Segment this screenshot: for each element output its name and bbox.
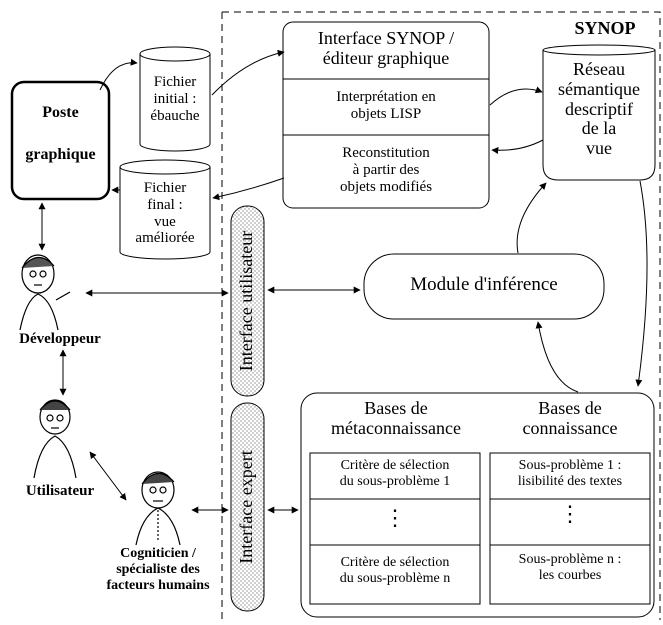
reseau-line4: de la — [581, 118, 617, 139]
conn-cell-1: Sous-problème 1 : lisibilité des textes — [490, 458, 650, 489]
interpretation-label: Interprétation en objets LISP — [283, 89, 489, 123]
bases-conn-line1: Bases de — [538, 398, 602, 418]
poste-label-line2: graphique — [25, 146, 96, 163]
interface-expert-pill — [230, 402, 265, 612]
conn-dots: ⋮ — [559, 501, 581, 526]
fichier-initial-label: Fichier initial : ébauche — [140, 74, 210, 124]
fichier-final-line1: Fichier — [143, 180, 187, 196]
synop-title: SYNOP — [574, 18, 636, 38]
bases-box — [300, 392, 655, 618]
fichier-final-label: Fichier final : vue améliorée — [120, 180, 210, 247]
meta-cell-n-line1: Critère de sélection — [340, 555, 450, 570]
cogniticien-line1: Cogniticien / — [120, 546, 196, 561]
arrow-initial-to-interp — [211, 49, 285, 96]
arrow-bases-to-inference — [535, 321, 579, 393]
interface-synop-box — [282, 21, 490, 209]
interface-synop-title1: Interface SYNOP / — [317, 28, 455, 48]
interpretation-line2: objets LISP — [350, 105, 422, 122]
conn-cell-1-line1: Sous-problème 1 : — [518, 458, 622, 473]
bases-meta-header: Bases de métaconnaissance — [301, 398, 491, 438]
fichier-final-line3: vue — [154, 213, 176, 230]
fichier-final-line4: améliorée — [135, 230, 195, 247]
fichier-initial-line2: initial : — [153, 90, 197, 107]
fichier-initial-line3: ébauche — [150, 107, 200, 124]
arrow-reseau-to-bases — [635, 180, 648, 387]
interpretation-line1: Interprétation en — [336, 89, 436, 105]
meta-cell-n-line2: du sous-problème n — [339, 570, 451, 586]
cogniticien-label: Cogniticien / spécialiste des facteurs h… — [96, 546, 220, 594]
module-inference-box — [363, 253, 605, 320]
fichier-final-cylinder — [119, 159, 211, 260]
conn-cell-n-line2: les courbes — [538, 567, 602, 583]
arrow-inference-to-reseau — [516, 182, 547, 254]
bases-meta-line2: métaconnaissance — [331, 418, 461, 439]
reseau-line5: vue — [586, 138, 612, 159]
utilisateur-figure — [33, 399, 77, 479]
bases-meta-line1: Bases de — [364, 398, 428, 418]
interface-synop-title: Interface SYNOP / éditeur graphique — [283, 28, 489, 68]
reseau-line3: descriptif — [565, 98, 633, 119]
meta-dots: ⋮ — [384, 505, 406, 530]
cogniticien-figure — [135, 471, 181, 546]
poste-graphique-box — [10, 80, 111, 201]
reseau-semantique-box — [542, 44, 656, 181]
arrow-interp-to-reseau — [489, 86, 543, 106]
reseau-line2: sémantique — [558, 78, 640, 99]
arrow-recon-to-final — [212, 177, 285, 201]
reconstitution-label: Reconstitution à partir des objets modif… — [283, 145, 489, 195]
cogniticien-line2: spécialiste des — [116, 562, 200, 578]
reconstitution-line1: Reconstitution — [342, 145, 430, 161]
interface-expert-label: Interface expert — [236, 450, 256, 564]
reconstitution-line3: objets modifiés — [339, 178, 433, 195]
interface-utilisateur-pill — [230, 205, 265, 397]
arrow-reseau-to-recon — [491, 139, 544, 154]
fichier-initial-line1: Fichier — [153, 74, 197, 90]
meta-cell-n: Critère de sélection du sous-problème n — [310, 555, 480, 586]
bases-conn-header: Bases de connaissance — [490, 398, 650, 438]
poste-label-line1: Poste — [42, 104, 79, 121]
meta-cell-1: Critère de sélection du sous-problème 1 — [310, 458, 480, 489]
synop-boundary — [221, 11, 661, 620]
interface-utilisateur-label: Interface utilisateur — [236, 230, 256, 372]
reseau-line1: Réseau — [573, 59, 625, 79]
module-inference-label: Module d'inférence — [410, 274, 558, 295]
meta-cell-1-line2: du sous-problème 1 — [339, 473, 451, 489]
reconstitution-line2: à partir des — [352, 161, 420, 178]
utilisateur-label: Utilisateur — [25, 483, 95, 499]
bases-conn-line2: connaissance — [522, 418, 618, 439]
fichier-final-line2: final : — [147, 196, 183, 213]
interface-synop-title2: éditeur graphique — [322, 48, 450, 69]
reseau-label: Réseau sémantique descriptif de la vue — [543, 59, 655, 159]
cogniticien-line3: facteurs humains — [106, 578, 210, 594]
conn-cell-n-line1: Sous-problème n : — [518, 552, 622, 567]
conn-cell-1-line2: lisibilité des textes — [517, 473, 623, 489]
arrow-user-cogn — [89, 451, 127, 501]
fichier-initial-cylinder — [139, 46, 211, 152]
arrow-poste-to-initial — [99, 58, 138, 91]
developpeur-figure — [19, 254, 71, 331]
conn-cell-n: Sous-problème n : les courbes — [490, 552, 650, 583]
developpeur-label: Développeur — [19, 331, 101, 347]
meta-cell-1-line1: Critère de sélection — [340, 458, 450, 473]
